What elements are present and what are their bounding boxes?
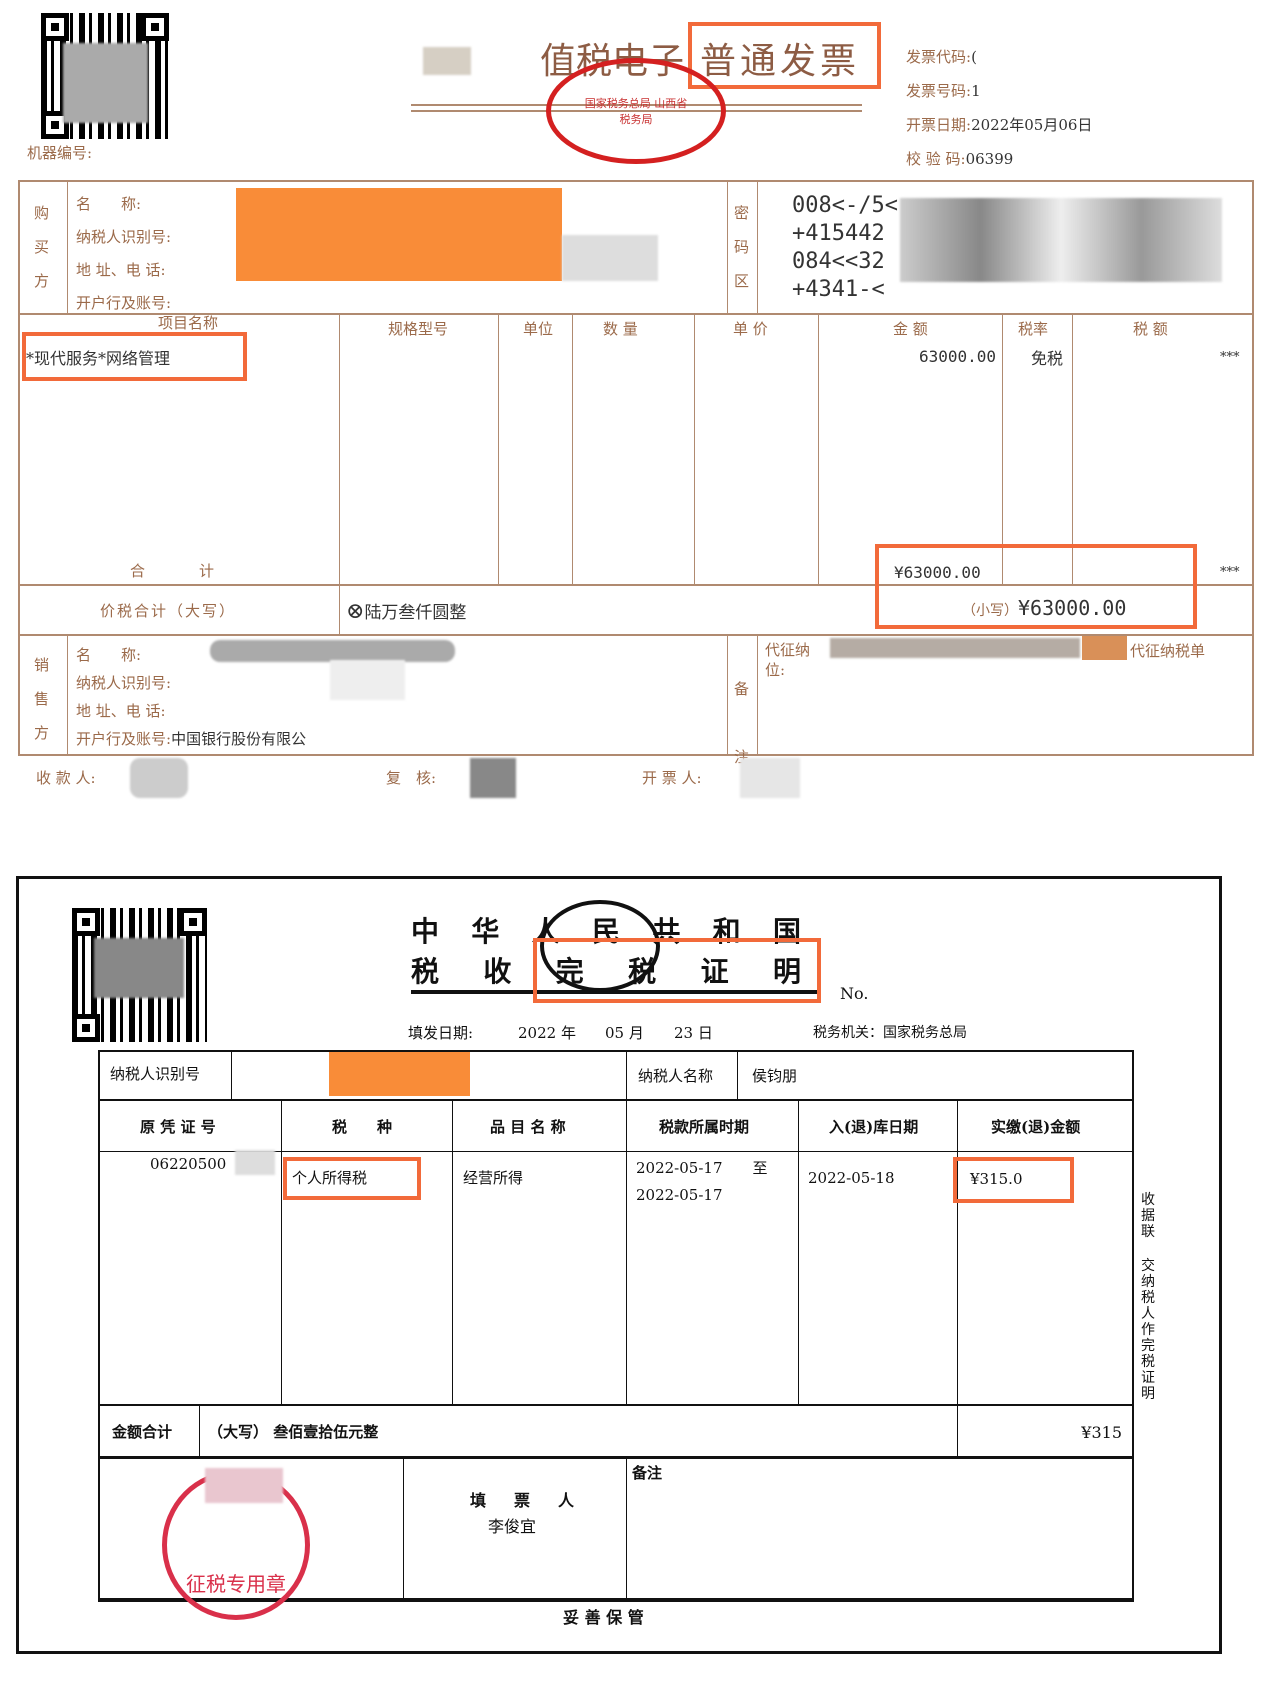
voucher-no: 06220500 [150,1155,227,1173]
total-small: （小写）¥63000.00 [962,596,1127,620]
subtotal-tax: *** [1220,565,1240,580]
taxpayer-id-label: 纳税人识别号 [110,1065,201,1083]
certificate-frame [16,876,1222,1654]
cipher-side-label: 密码区 [734,204,750,290]
tax-type: 个人所得税 [292,1169,368,1187]
invoice-red-seal: 国家税务总局 山西省税务局 [546,58,726,164]
certificate-qr-code [72,908,207,1042]
invoice-title-highlight: 普通发票 [700,41,861,82]
subtotal-amount: ¥63000.00 [894,563,981,582]
remark-label: 备注 [632,1464,663,1482]
machine-no-label: 机器编号: [27,144,93,162]
total-uppercase: （大写） 叁佰壹拾伍元整 [208,1423,379,1441]
keep-note: 妥 善 保 管 [563,1608,644,1627]
total-value: ¥315 [1081,1423,1122,1442]
tax-item: 经营所得 [463,1169,524,1187]
highlight-box-amount [953,1157,1074,1203]
filler-name: 李俊宜 [488,1517,537,1536]
item-name: *现代服务*网络管理 [26,349,171,368]
highlight-box-certificate-title [533,938,821,1003]
total-uppercase: ⊗陆万叁仟圆整 [346,599,467,624]
redacted-cipher [900,198,1222,282]
invoice-table [18,180,1254,756]
total-label: 价税合计（大写） [100,602,237,620]
paid-amount: ¥315.0 [970,1170,1023,1188]
buyer-side-label: 购买方 [34,204,50,290]
side-note: 收据联交纳税人作完税证明 [1141,1192,1155,1402]
highlight-box-item [22,332,247,381]
taxpayer-name-label: 纳税人名称 [638,1067,714,1085]
invoice-info: 发票代码:( 发票号码:1 开票日期:2022年05月06日 校 验 码:063… [906,48,1093,168]
redacted-block [423,47,471,75]
certificate-black-seal [540,900,660,992]
redacted-seller-name [210,640,455,662]
item-tax: *** [1220,350,1240,365]
storage-date: 2022-05-18 [808,1169,895,1187]
certificate-table [98,1050,1134,1602]
highlight-box-title [688,22,881,89]
highlight-box-total [875,544,1197,629]
item-rate: 免税 [1031,349,1064,368]
filler-label: 填 票 人 [470,1491,581,1510]
seller-side-label: 销售方 [34,656,50,742]
total-label: 金额合计 [112,1423,173,1441]
seller-fields: 名 称:纳税人识别号:地 址、电 话:开户行及账号:中国银行股份有限公 [76,646,307,748]
no-label: No. [840,984,869,1003]
buyer-fields: 名 称:纳税人识别号:地 址、电 话:开户行及账号: [76,195,172,312]
redacted-taxpayer-id [329,1052,470,1096]
item-header-row: 项目名称 规格型号 单位 数 量 单 价 金 额 税率 税 额 [158,314,1168,338]
taxpayer-name: 侯钧朋 [752,1067,798,1085]
cross-circle-icon: ⊗ [346,599,365,624]
invoice-qr-code [41,13,169,139]
redacted-buyer [236,188,562,281]
highlight-box-tax-type [283,1157,421,1200]
remark-agent-text: 代征纳税单 [1130,642,1206,660]
item-amount: 63000.00 [918,347,996,366]
subtotal-label: 合 计 [130,562,223,580]
fill-date-row: 填发日期: 2022 年 05 月 23 日 税务机关：国家税务总局 [408,1024,967,1042]
remark-text: 代征纳位: [765,641,811,679]
